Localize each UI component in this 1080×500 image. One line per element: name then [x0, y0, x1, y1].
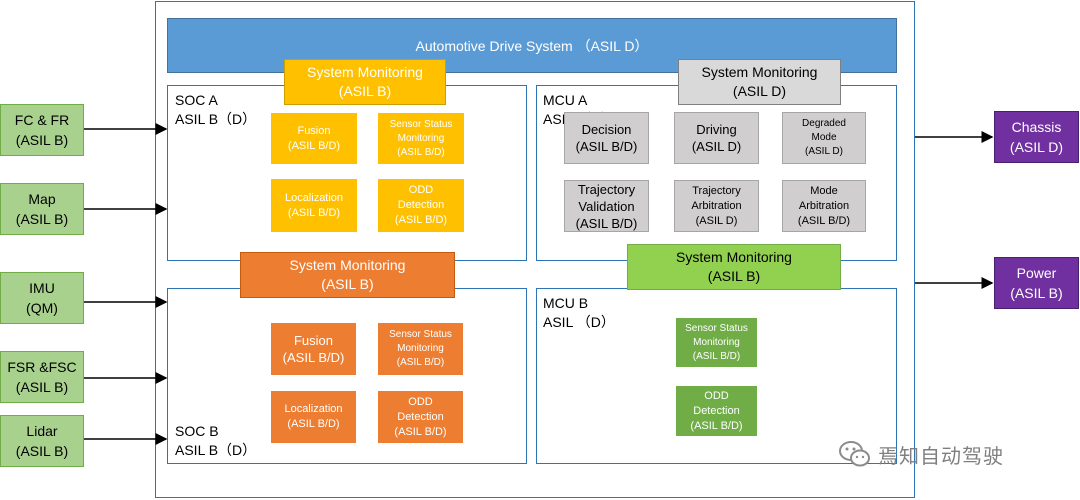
mcu-a-mode-arbitration-block: Mode Arbitration (ASIL B/D): [782, 180, 866, 232]
soc-a-sensor-status-block: Sensor Status Monitoring (ASIL B/D): [378, 113, 464, 164]
mcu-a-trajectory-validation-block: Trajectory Validation (ASIL B/D): [564, 180, 649, 232]
soc-a-system-monitoring: System Monitoring (ASIL B): [284, 59, 446, 105]
mcu-b-system-monitoring: System Monitoring (ASIL B): [627, 244, 841, 290]
mcu-a-driving-block: Driving (ASIL D): [674, 112, 759, 164]
soc-a-odd-detection-block: ODD Detection (ASIL B/D): [378, 179, 464, 232]
input-lidar: Lidar (ASIL B): [0, 415, 84, 467]
input-fsr-fsc: FSR &FSC (ASIL B): [0, 351, 84, 403]
mcu-a-decision-block: Decision (ASIL B/D): [564, 112, 649, 164]
input-map: Map (ASIL B): [0, 183, 84, 235]
soc-a-localization-block: Localization (ASIL B/D): [271, 179, 357, 232]
mcu-b-sensor-status-block: Sensor Status Monitoring (ASIL B/D): [676, 318, 757, 367]
soc-b-sensor-status-block: Sensor Status Monitoring (ASIL B/D): [378, 323, 463, 375]
system-frame: [155, 1, 915, 498]
wechat-icon: [839, 441, 870, 467]
soc-b-label: SOC B ASIL B（D）: [175, 423, 257, 458]
watermark: 焉知自动驾驶: [838, 437, 1048, 471]
input-imu: IMU (QM): [0, 272, 84, 324]
mcu-a-system-monitoring: System Monitoring (ASIL D): [678, 59, 841, 105]
soc-b-odd-detection-block: ODD Detection (ASIL B/D): [378, 391, 463, 443]
mcu-a-trajectory-arbitration-block: Trajectory Arbitration (ASIL D): [674, 180, 759, 232]
soc-b-localization-block: Localization (ASIL B/D): [271, 391, 356, 443]
input-fc-fr: FC & FR (ASIL B): [0, 104, 84, 156]
soc-a-label: SOC A ASIL B（D）: [175, 92, 257, 127]
mcu-a-degraded-mode-block: Degraded Mode (ASIL D): [782, 112, 866, 164]
output-chassis: Chassis (ASIL D): [994, 111, 1079, 163]
mcu-b-odd-detection-block: ODD Detection (ASIL B/D): [676, 386, 757, 436]
output-power: Power (ASIL B): [994, 257, 1079, 309]
mcu-b-label: MCU B ASIL （D）: [543, 295, 615, 330]
soc-a-fusion-block: Fusion (ASIL B/D): [271, 113, 357, 164]
mcu-b-region: [536, 288, 897, 464]
watermark-text: 焉知自动驾驶: [878, 445, 1004, 468]
soc-b-system-monitoring: System Monitoring (ASIL B): [240, 252, 455, 298]
soc-b-fusion-block: Fusion (ASIL B/D): [271, 323, 356, 375]
